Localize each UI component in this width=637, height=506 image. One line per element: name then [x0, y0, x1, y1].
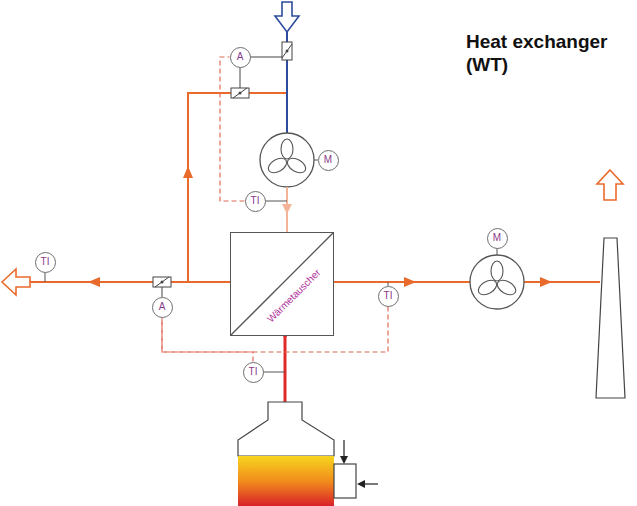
actuator-link: [240, 67, 241, 88]
instrument-circle: M: [318, 150, 339, 171]
inlet-arrow: [275, 2, 299, 32]
instrument-circle: TI: [35, 252, 56, 273]
flow-arrow: [282, 204, 292, 214]
feed-arrow: [340, 456, 348, 464]
instrument-code: A: [237, 52, 244, 62]
exhaust-arrow: [597, 170, 623, 200]
sensor-stem: [45, 272, 46, 282]
instrument-code: TI: [384, 291, 393, 301]
diagram-title: Heat exchanger (WT): [466, 30, 626, 76]
instrument-circle: A: [230, 47, 251, 68]
instrument-code: A: [159, 302, 166, 312]
instrument-code: TI: [251, 196, 260, 206]
damper-symbol: [231, 88, 249, 98]
outlet-pipe: [30, 281, 230, 283]
exchanger-diagonal: [231, 233, 333, 335]
instrument-code: TI: [249, 367, 258, 377]
damper-symbol: [153, 277, 171, 287]
flow-arrow: [404, 277, 416, 287]
feed-arrow: [364, 483, 378, 484]
instrument-code: M: [324, 155, 332, 165]
feed-arrow: [343, 440, 344, 458]
exchanger-label: Wärmetauscher: [266, 268, 323, 325]
instrument-circle: A: [152, 297, 173, 318]
instrument-circle: TI: [243, 362, 264, 383]
actuator-link: [250, 57, 282, 58]
furnace-hood: [238, 402, 334, 456]
burner-box: [334, 464, 356, 498]
sensor-stem: [265, 201, 287, 202]
exchanger-diagonal: [231, 233, 333, 335]
flow-arrow: [183, 166, 193, 178]
flow-arrow: [540, 277, 552, 287]
exhaust-pipe: [334, 281, 470, 283]
damper-symbol: [282, 42, 292, 60]
instrument-code: M: [493, 233, 501, 243]
feed-arrow: [357, 480, 365, 488]
heat-exchanger-box: Wärmetauscher: [230, 232, 334, 336]
instrument-circle: TI: [378, 286, 399, 307]
outlet-arrow: [2, 269, 30, 295]
motor-link: [497, 248, 498, 255]
signal-line: [220, 57, 245, 201]
sensor-stem: [263, 372, 285, 373]
instrument-circle: TI: [245, 191, 266, 212]
instrument-circle: M: [487, 228, 508, 249]
actuator-link: [162, 287, 163, 297]
chimney: [596, 238, 625, 398]
instrument-code: TI: [41, 257, 50, 267]
furnace-bath: [238, 456, 334, 506]
flow-arrow: [88, 277, 100, 287]
exhaust-pipe: [524, 281, 600, 283]
